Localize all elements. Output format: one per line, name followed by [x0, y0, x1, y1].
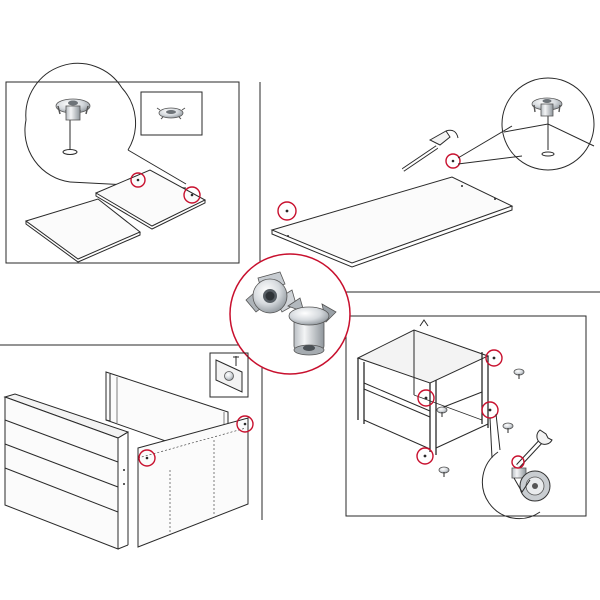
- drawer-front-board: [3, 393, 130, 550]
- cabinet-frame: [356, 319, 490, 455]
- tee-nut-small-icon: [224, 371, 234, 381]
- wrench-icon: [516, 429, 553, 468]
- highlight-hole-1: [130, 172, 146, 188]
- highlight-caster-socket: [511, 455, 525, 469]
- highlight-hole-10: [416, 447, 434, 465]
- long-board: [270, 176, 514, 268]
- caster-wheel-icon: [511, 467, 551, 502]
- inset-box-corner-detail: [209, 352, 249, 398]
- highlight-hole-5: [138, 449, 156, 467]
- highlight-hole-2: [183, 186, 201, 204]
- center-product-circle: [229, 253, 351, 375]
- panel-bottom-right: [356, 319, 553, 520]
- hammer-icon: [401, 129, 459, 172]
- panel-bottom-left: [3, 352, 254, 550]
- highlight-hole-6: [236, 415, 254, 433]
- zoom-circle-hammer-in: [457, 77, 595, 171]
- board-left: [24, 198, 141, 263]
- highlight-hole-7: [485, 349, 503, 367]
- inset-box-tee-nut-top: [140, 91, 203, 136]
- highlight-hole-3: [277, 201, 297, 221]
- tee-nut-top-view-icon: [156, 107, 186, 120]
- four-prong-tee-nut-icon: [531, 97, 563, 117]
- caster-screw-icons: [436, 368, 525, 477]
- hole-dot: [285, 209, 289, 213]
- hole-dot: [136, 178, 140, 182]
- highlight-hole-4: [445, 153, 461, 169]
- highlight-hole-8: [417, 389, 435, 407]
- panel-top-left: [24, 62, 207, 263]
- hole-dot: [190, 193, 194, 197]
- cabinet-side-panel: [137, 417, 249, 548]
- panel-top-right: [270, 77, 595, 268]
- four-prong-tee-nut-icon: [287, 297, 337, 356]
- four-prong-tee-nut-icon: [55, 98, 91, 121]
- zoom-circle-caster: [481, 413, 553, 520]
